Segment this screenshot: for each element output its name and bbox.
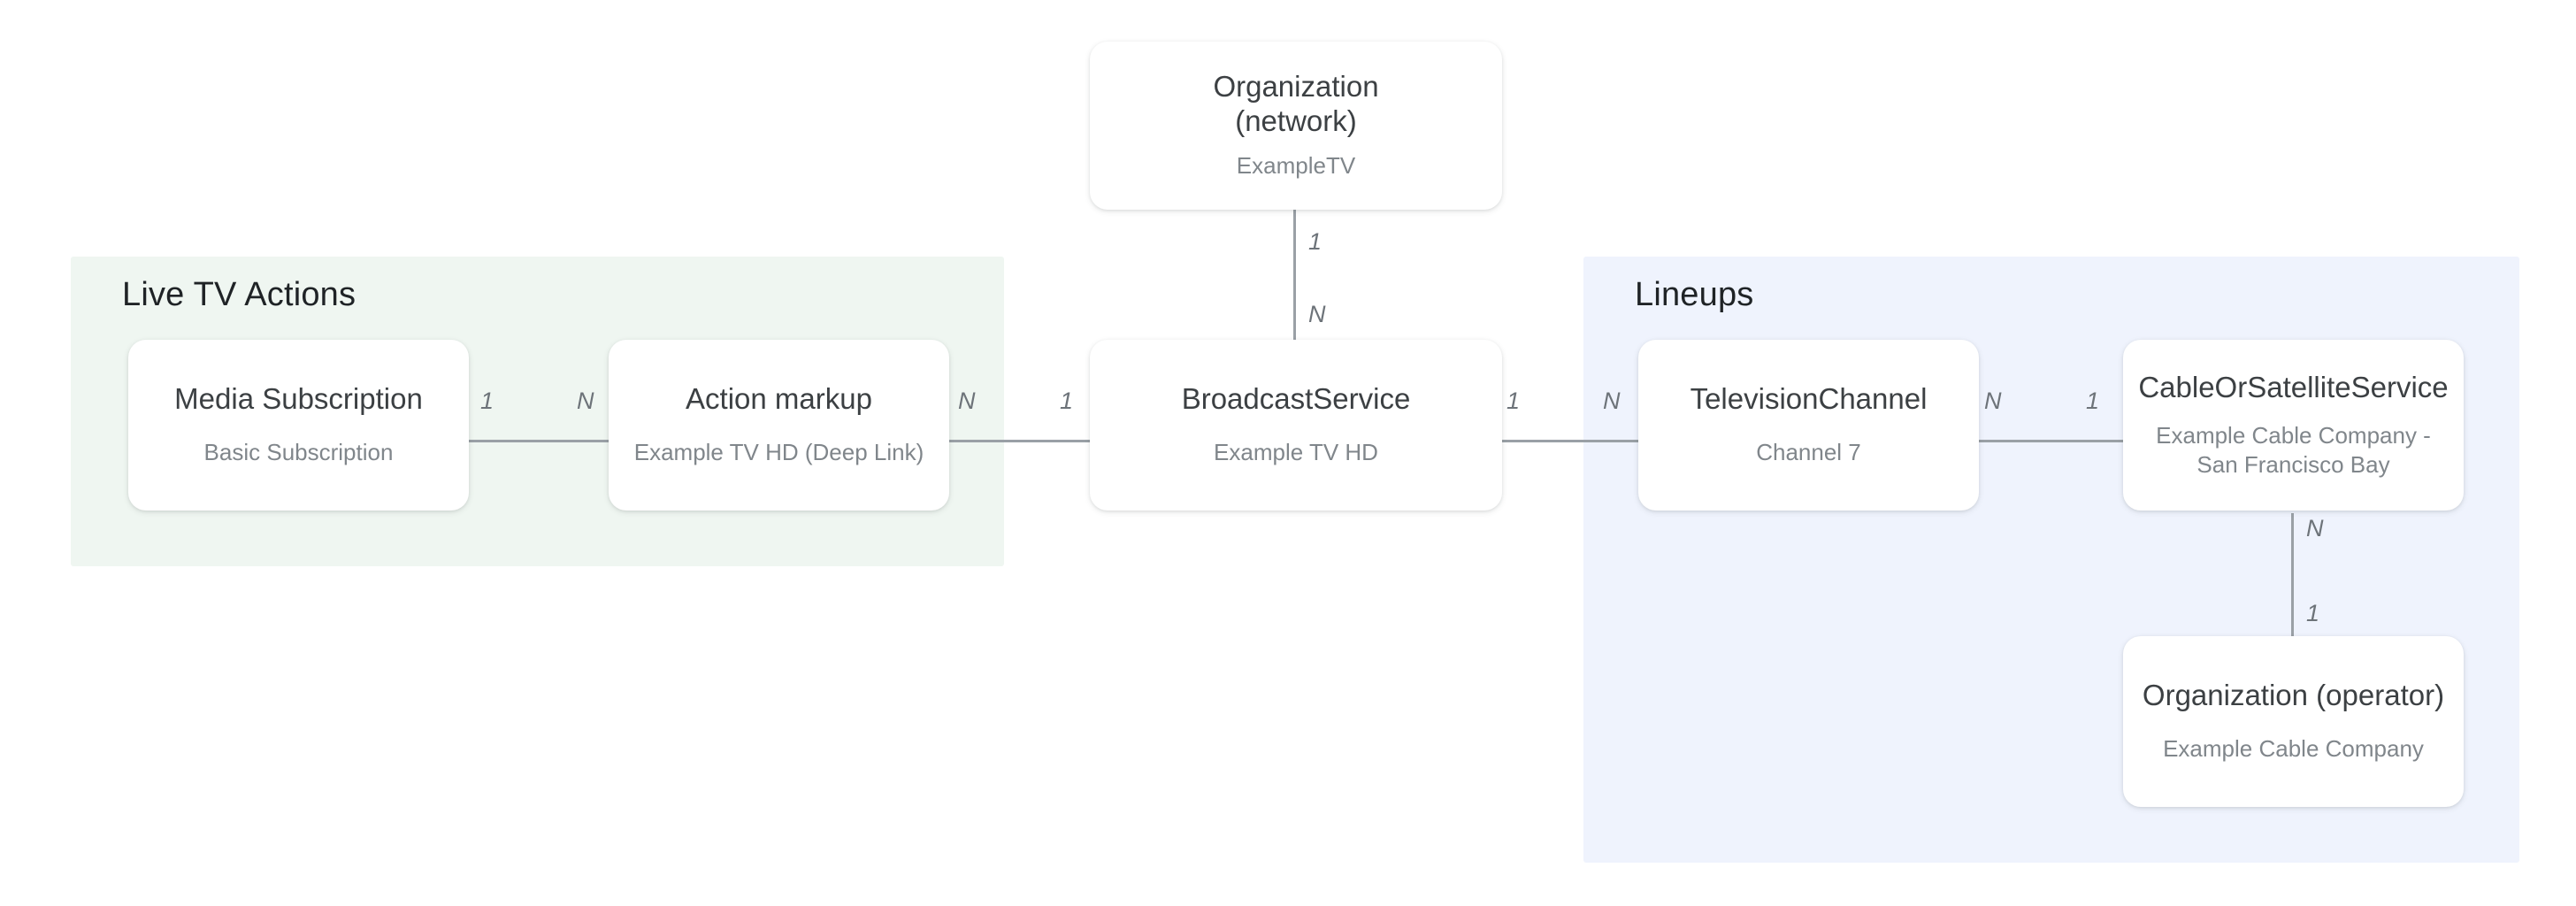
edge-cable-or-satellite-organization-operator bbox=[2291, 513, 2294, 641]
node-organization-operator-subtitle: Example Cable Company bbox=[2163, 735, 2424, 763]
node-action-markup-subtitle: Example TV HD (Deep Link) bbox=[633, 439, 924, 466]
node-television-channel[interactable]: TelevisionChannel Channel 7 bbox=[1638, 340, 1979, 511]
edge-television-channel-cable-or-satellite bbox=[1946, 440, 2176, 442]
node-organization-network-subtitle: ExampleTV bbox=[1236, 152, 1356, 180]
cardinality-broadcast-service-to-television-channel-from: 1 bbox=[1506, 388, 1521, 414]
edge-action-markup-broadcast-service bbox=[920, 440, 1150, 442]
cardinality-television-channel-to-cable-or-satellite-to: 1 bbox=[2086, 388, 2100, 414]
cardinality-television-channel-to-cable-or-satellite-from: N bbox=[1984, 388, 2002, 414]
node-organization-network-title-line1: Organization bbox=[1213, 70, 1379, 104]
cardinality-cable-or-satellite-to-organization-operator-from: N bbox=[2306, 515, 2324, 541]
cardinality-action-markup-to-broadcast-service-from: N bbox=[958, 388, 976, 414]
cardinality-media-subscription-to-action-markup-to: N bbox=[577, 388, 594, 414]
node-cable-or-satellite-service-subtitle: Example Cable Company - San Francisco Ba… bbox=[2156, 421, 2431, 478]
node-media-subscription-title: Media Subscription bbox=[174, 382, 423, 416]
node-cable-or-satellite-service[interactable]: CableOrSatelliteService Example Cable Co… bbox=[2123, 340, 2464, 511]
group-title-live-tv-actions: Live TV Actions bbox=[122, 276, 356, 313]
node-broadcast-service[interactable]: BroadcastService Example TV HD bbox=[1090, 340, 1502, 511]
cardinality-organization-network-to-broadcast-service-from: 1 bbox=[1308, 228, 1322, 255]
node-media-subscription-subtitle: Basic Subscription bbox=[203, 439, 394, 466]
group-title-lineups: Lineups bbox=[1635, 276, 1754, 313]
cardinality-broadcast-service-to-television-channel-to: N bbox=[1603, 388, 1621, 414]
cardinality-media-subscription-to-action-markup-from: 1 bbox=[480, 388, 494, 414]
node-action-markup[interactable]: Action markup Example TV HD (Deep Link) bbox=[609, 340, 949, 511]
node-broadcast-service-subtitle: Example TV HD bbox=[1214, 439, 1378, 466]
edge-media-subscription-action-markup bbox=[442, 440, 655, 442]
node-action-markup-title: Action markup bbox=[686, 382, 872, 416]
node-organization-operator-title: Organization (operator) bbox=[2142, 679, 2445, 712]
node-television-channel-subtitle: Channel 7 bbox=[1756, 439, 1861, 466]
node-cable-or-satellite-service-title: CableOrSatelliteService bbox=[2138, 370, 2449, 403]
edge-broadcast-service-television-channel bbox=[1468, 440, 1681, 442]
node-organization-operator[interactable]: Organization (operator) Example Cable Co… bbox=[2123, 636, 2464, 807]
edge-organization-network-broadcast-service bbox=[1293, 190, 1296, 380]
node-media-subscription[interactable]: Media Subscription Basic Subscription bbox=[128, 340, 469, 511]
node-television-channel-title: TelevisionChannel bbox=[1690, 382, 1928, 416]
node-organization-network-title-line2: (network) bbox=[1235, 104, 1357, 138]
cardinality-organization-network-to-broadcast-service-to: N bbox=[1308, 301, 1326, 327]
cardinality-action-markup-to-broadcast-service-to: 1 bbox=[1060, 388, 1074, 414]
node-organization-network[interactable]: Organization (network) ExampleTV bbox=[1090, 42, 1502, 210]
node-broadcast-service-title: BroadcastService bbox=[1181, 382, 1411, 416]
cardinality-cable-or-satellite-to-organization-operator-to: 1 bbox=[2306, 600, 2320, 626]
node-organization-network-title: Organization (network) bbox=[1213, 70, 1378, 139]
